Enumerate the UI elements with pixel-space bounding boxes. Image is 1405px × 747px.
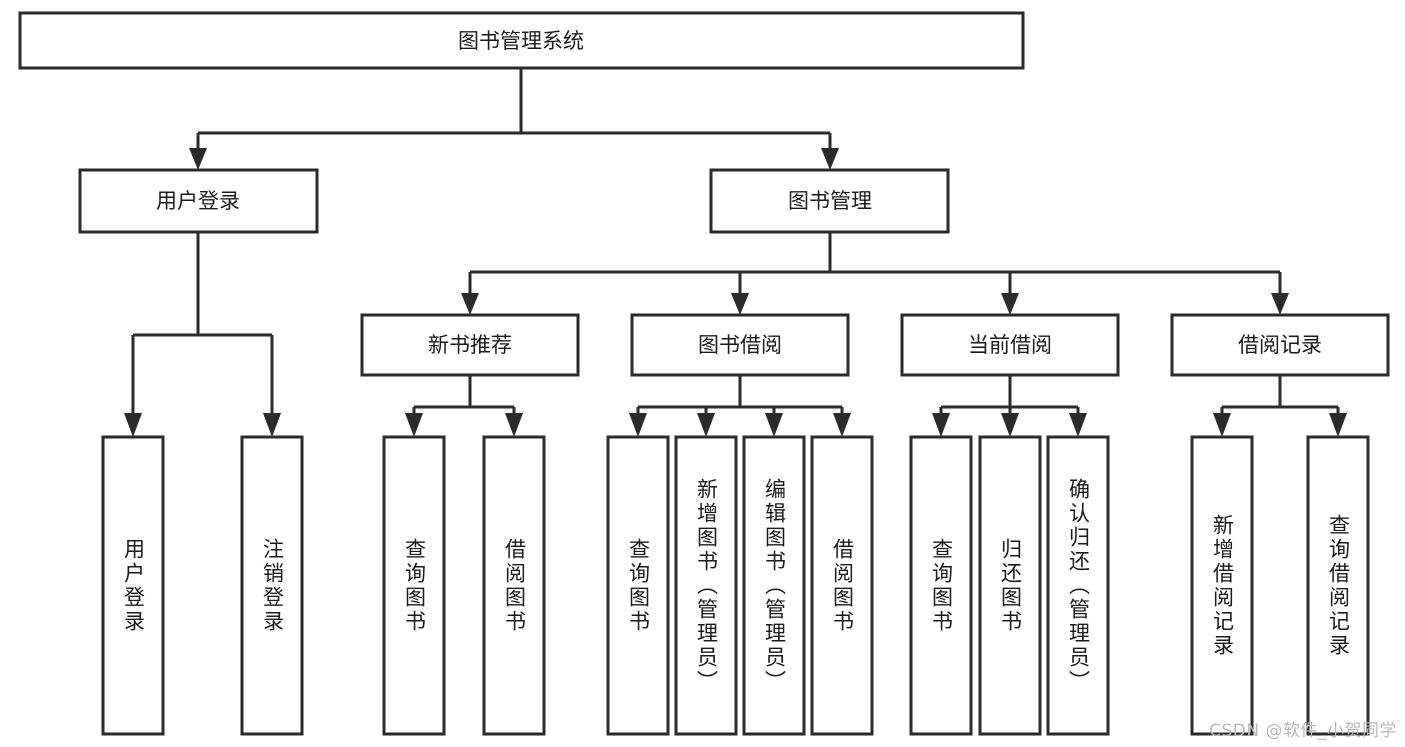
node-current-borrow[interactable]: 当前借阅 bbox=[900, 313, 1120, 377]
arrow-new-book-recommend bbox=[461, 293, 479, 315]
leaf-label-query-book-2: 查询图书 bbox=[626, 537, 651, 634]
leaf-label-confirm-return: 确认归还（管理员） bbox=[1066, 477, 1091, 694]
arrow-leaf-query-book-2 bbox=[629, 413, 647, 437]
arrow-leaf-add-book bbox=[697, 413, 715, 437]
arrow-leaf-borrow-book-2 bbox=[833, 413, 851, 437]
leaf-box-edit-book[interactable] bbox=[742, 435, 806, 736]
node-new-book-recommend-box[interactable] bbox=[360, 313, 580, 377]
node-book-manage-label: 图书管理 bbox=[788, 189, 872, 213]
arrow-leaf-query-book-1 bbox=[405, 413, 423, 437]
arrow-user-login bbox=[189, 148, 207, 170]
arrow-leaf-user-login bbox=[124, 413, 142, 437]
leaf-box-add-record[interactable] bbox=[1190, 435, 1254, 736]
arrow-book-borrow bbox=[731, 293, 749, 315]
link-book-borrow-to-leaves bbox=[629, 375, 851, 437]
leaf-label-borrow-book-2: 借阅图书 bbox=[830, 537, 855, 634]
link-user-login-to-leaves bbox=[124, 232, 281, 437]
leaf-label-query-record: 查询借阅记录 bbox=[1326, 513, 1351, 658]
node-book-manage[interactable]: 图书管理 bbox=[709, 168, 950, 234]
node-current-borrow-box[interactable] bbox=[900, 313, 1120, 377]
leaf-label-return-book: 归还图书 bbox=[998, 537, 1023, 634]
leaf-label-add-record: 新增借阅记录 bbox=[1210, 513, 1235, 658]
leaf-label-edit-book: 编辑图书（管理员） bbox=[762, 477, 787, 694]
arrow-current-borrow bbox=[1001, 293, 1019, 315]
node-user-login[interactable]: 用户登录 bbox=[78, 168, 319, 234]
node-current-borrow-label: 当前借阅 bbox=[968, 333, 1052, 357]
leaf-box-query-book-1[interactable] bbox=[382, 435, 446, 736]
node-root-box[interactable] bbox=[18, 11, 1025, 70]
leaf-label-user-login: 用户登录 bbox=[121, 537, 146, 634]
leaf-label-add-book: 新增图书（管理员） bbox=[694, 477, 719, 694]
leaf-label-query-book-3: 查询图书 bbox=[929, 537, 954, 634]
leaf-box-confirm-return[interactable] bbox=[1046, 435, 1110, 736]
node-user-login-label: 用户登录 bbox=[156, 189, 240, 213]
leaf-label-query-book-1: 查询图书 bbox=[402, 537, 427, 634]
leaf-box-query-record[interactable] bbox=[1306, 435, 1370, 736]
node-borrow-record-label: 借阅记录 bbox=[1238, 333, 1322, 357]
arrow-leaf-query-book-3 bbox=[932, 413, 950, 437]
link-current-borrow-to-leaves bbox=[932, 375, 1087, 437]
node-root[interactable]: 图书管理系统 bbox=[18, 11, 1025, 70]
csdn-watermark: CSDN @软件_小贺同学 bbox=[1209, 721, 1397, 741]
arrow-leaf-confirm-return bbox=[1069, 413, 1087, 437]
arrow-book-manage bbox=[821, 148, 839, 170]
node-borrow-record[interactable]: 借阅记录 bbox=[1170, 313, 1390, 377]
leaf-box-user-login[interactable] bbox=[101, 435, 165, 736]
arrow-leaf-add-record bbox=[1213, 413, 1231, 437]
link-root-to-level2 bbox=[189, 68, 839, 170]
leaf-box-borrow-book-2[interactable] bbox=[810, 435, 874, 736]
arrow-leaf-borrow-book-1 bbox=[505, 413, 523, 437]
leaf-box-logout-login[interactable] bbox=[240, 435, 304, 736]
node-book-borrow-label: 图书借阅 bbox=[698, 333, 782, 357]
arrow-leaf-query-record bbox=[1329, 413, 1347, 437]
link-book-manage-to-level3 bbox=[461, 232, 1289, 315]
link-borrow-record-to-leaves bbox=[1213, 375, 1347, 437]
arrow-leaf-logout-login bbox=[263, 413, 281, 437]
leaf-label-logout-login: 注销登录 bbox=[260, 537, 285, 634]
leaf-box-borrow-book-1[interactable] bbox=[482, 435, 546, 736]
node-new-book-recommend-label: 新书推荐 bbox=[428, 333, 512, 357]
arrow-leaf-return-book bbox=[1001, 413, 1019, 437]
node-book-borrow[interactable]: 图书借阅 bbox=[630, 313, 850, 377]
leaf-box-add-book[interactable] bbox=[674, 435, 738, 736]
arrow-leaf-edit-book bbox=[765, 413, 783, 437]
node-book-borrow-box[interactable] bbox=[630, 313, 850, 377]
link-new-book-to-leaves bbox=[405, 375, 523, 437]
node-new-book-recommend[interactable]: 新书推荐 bbox=[360, 313, 580, 377]
arrow-borrow-record bbox=[1271, 293, 1289, 315]
leaf-label-borrow-book-1: 借阅图书 bbox=[502, 537, 527, 634]
leaf-box-query-book-2[interactable] bbox=[606, 435, 670, 736]
leaf-box-query-book-3[interactable] bbox=[909, 435, 973, 736]
leaf-box-return-book[interactable] bbox=[978, 435, 1042, 736]
node-root-label: 图书管理系统 bbox=[458, 29, 584, 53]
